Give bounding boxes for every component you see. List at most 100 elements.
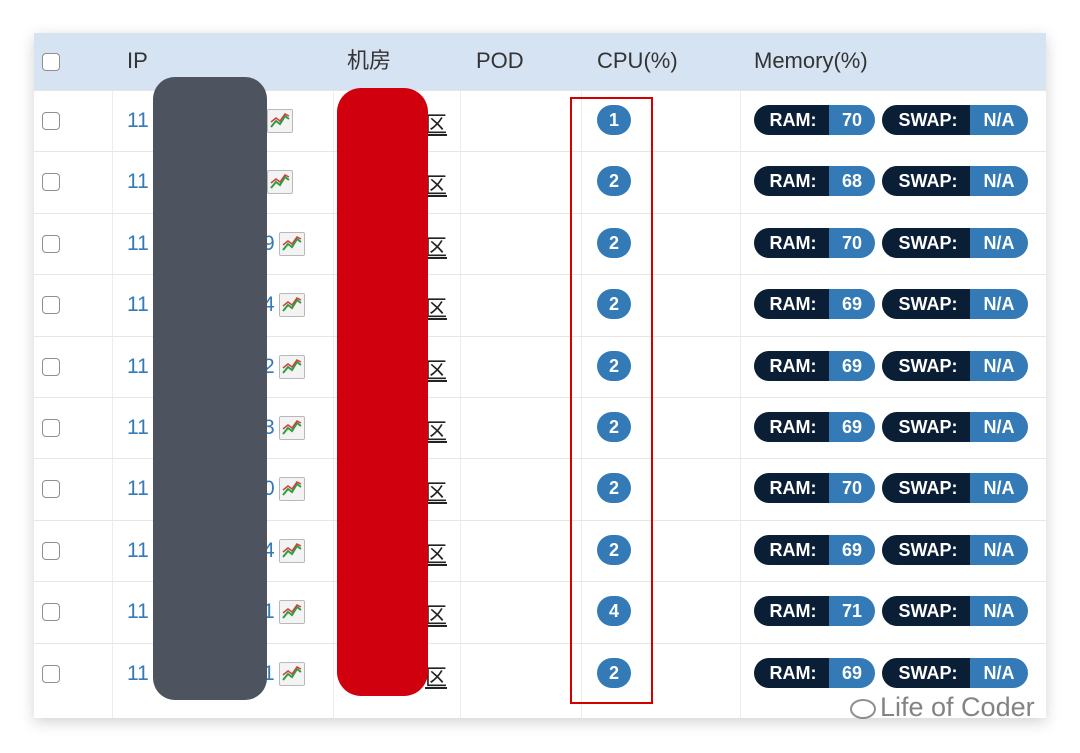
row-checkbox[interactable] <box>42 664 60 683</box>
room-link[interactable]: 区 <box>425 603 448 629</box>
ip-link-tail[interactable]: 2 <box>263 354 275 378</box>
ip-link-tail[interactable]: 1 <box>263 661 275 685</box>
swap-label: SWAP: <box>882 596 974 627</box>
ram-value: 69 <box>829 412 875 442</box>
header-memory[interactable]: Memory(%) <box>754 48 868 73</box>
ip-link[interactable]: 11 <box>127 170 149 194</box>
line-chart-icon[interactable] <box>279 538 305 563</box>
ram-label: RAM: <box>754 534 832 565</box>
swap-value: N/A <box>970 412 1028 442</box>
line-chart-icon[interactable] <box>279 231 305 256</box>
room-link[interactable]: 区 <box>425 664 448 690</box>
row-checkbox[interactable] <box>42 541 60 560</box>
row-checkbox[interactable] <box>42 603 60 622</box>
ram-value: 69 <box>829 350 875 381</box>
swap-value: N/A <box>970 657 1028 688</box>
ip-link[interactable]: 11 <box>127 293 149 317</box>
row-checkbox[interactable] <box>42 112 60 130</box>
watermark: Life of Coder <box>850 692 1035 723</box>
line-chart-icon[interactable] <box>267 170 293 195</box>
swap-label: SWAP: <box>882 289 974 320</box>
cpu-badge: 2 <box>597 227 631 258</box>
swap-label: SWAP: <box>882 473 974 504</box>
room-link[interactable]: 区 <box>425 419 448 444</box>
ram-value: 70 <box>829 473 875 504</box>
line-chart-icon[interactable] <box>267 109 293 133</box>
swap-value: N/A <box>970 227 1028 258</box>
ram-value: 70 <box>829 105 875 135</box>
cpu-badge: 2 <box>597 657 631 688</box>
ram-label: RAM: <box>754 289 832 320</box>
cpu-badge: 2 <box>597 412 631 442</box>
ram-label: RAM: <box>754 657 832 688</box>
swap-label: SWAP: <box>882 105 974 135</box>
ram-value: 69 <box>829 534 875 565</box>
swap-label: SWAP: <box>882 166 974 197</box>
cpu-badge: 1 <box>597 105 631 135</box>
header-ip[interactable]: IP <box>127 48 148 73</box>
row-checkbox[interactable] <box>42 173 60 192</box>
row-checkbox[interactable] <box>42 234 60 253</box>
cpu-badge: 2 <box>597 473 631 504</box>
wechat-icon <box>850 698 876 719</box>
room-link[interactable]: 区 <box>425 173 448 199</box>
ip-link[interactable]: 11 <box>127 538 149 562</box>
room-link[interactable]: 区 <box>425 480 448 506</box>
header-room[interactable]: 机房 <box>347 48 392 73</box>
ip-link-tail[interactable]: 9 <box>263 231 275 255</box>
swap-value: N/A <box>970 105 1028 135</box>
room-link[interactable]: 区 <box>425 234 448 260</box>
swap-value: N/A <box>970 289 1028 320</box>
ip-link[interactable]: 11 <box>127 661 149 685</box>
line-chart-icon[interactable] <box>279 354 305 379</box>
cpu-badge: 2 <box>597 166 631 197</box>
ip-link[interactable]: 11 <box>127 600 149 624</box>
swap-label: SWAP: <box>882 534 974 565</box>
header-cpu[interactable]: CPU(%) <box>597 48 678 73</box>
ip-link[interactable]: 11 <box>127 354 149 378</box>
line-chart-icon[interactable] <box>279 600 305 625</box>
room-link[interactable]: 区 <box>425 112 448 137</box>
ip-link-tail[interactable]: 1 <box>263 600 275 624</box>
line-chart-icon[interactable] <box>279 293 305 318</box>
line-chart-icon[interactable] <box>279 416 305 440</box>
row-checkbox[interactable] <box>42 296 60 315</box>
ip-link[interactable]: 11 <box>127 416 149 439</box>
ram-label: RAM: <box>754 473 832 504</box>
room-link[interactable]: 区 <box>425 357 448 383</box>
select-all-checkbox[interactable] <box>42 53 60 71</box>
column-divider <box>460 90 461 718</box>
line-chart-icon[interactable] <box>279 661 305 686</box>
ram-value: 69 <box>829 289 875 320</box>
ip-link-tail[interactable]: 4 <box>263 293 275 317</box>
swap-value: N/A <box>970 534 1028 565</box>
row-checkbox[interactable] <box>42 419 60 437</box>
ip-link[interactable]: 11 <box>127 231 149 255</box>
cpu-highlight-box <box>570 97 653 704</box>
cpu-badge: 2 <box>597 350 631 381</box>
ram-label: RAM: <box>754 227 832 258</box>
cpu-badge: 2 <box>597 534 631 565</box>
room-link[interactable]: 区 <box>425 541 448 567</box>
swap-value: N/A <box>970 473 1028 504</box>
column-divider <box>112 90 113 718</box>
ip-link[interactable]: 11 <box>127 109 149 132</box>
ip-link-tail[interactable]: 4 <box>263 538 275 562</box>
cpu-badge: 2 <box>597 289 631 320</box>
room-link[interactable]: 区 <box>425 296 448 322</box>
header-pod[interactable]: POD <box>476 48 524 73</box>
ip-link-tail[interactable]: 0 <box>263 477 275 501</box>
line-chart-icon[interactable] <box>279 477 305 502</box>
ram-label: RAM: <box>754 412 832 442</box>
swap-label: SWAP: <box>882 350 974 381</box>
watermark-text: Life of Coder <box>880 692 1035 722</box>
ip-link[interactable]: 11 <box>127 477 149 501</box>
ip-link-tail[interactable]: 3 <box>263 416 275 439</box>
row-checkbox[interactable] <box>42 480 60 499</box>
row-checkbox[interactable] <box>42 357 60 376</box>
